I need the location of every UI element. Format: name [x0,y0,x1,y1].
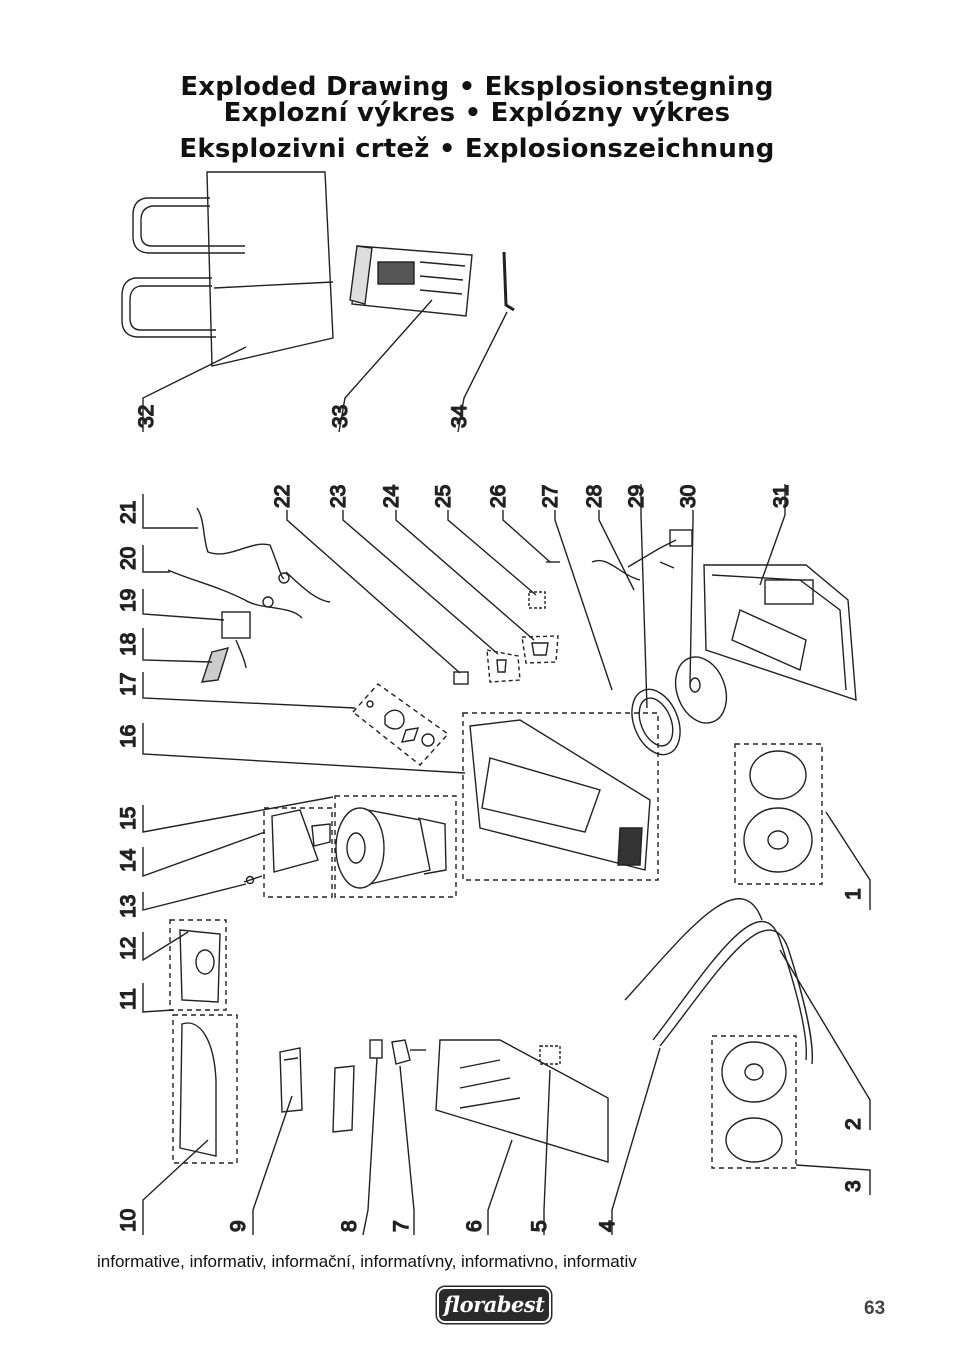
part-number-33: 33 [329,405,352,428]
part-number-2: 2 [842,1118,865,1130]
washer-disc-part [674,656,728,724]
part-number-23: 23 [327,485,350,508]
switch-assembly-part [351,683,450,766]
cable-ring-part [631,688,681,756]
florabest-logo: florabest [437,1283,551,1323]
cover-plate-part [263,807,333,898]
handle-tube-part [624,898,813,1065]
discharge-chute-part [435,1039,609,1163]
handle-insert-part [349,245,473,317]
page-title-line-1: Exploded Drawing • Eksplosionstegning [180,72,774,102]
caption-informative: informative, informativ, informační, inf… [97,1252,637,1271]
wheel-rear-part [711,1035,797,1169]
part-number-11: 11 [117,988,140,1010]
tool-key-part [502,251,515,312]
part-number-10: 10 [117,1209,140,1232]
knob-parts [332,1039,426,1133]
part-number-17: 17 [117,673,140,696]
part-number-8: 8 [338,1220,361,1232]
part-numbers: 32 33 34 21 20 19 18 17 16 15 14 13 12 1… [116,404,865,1233]
chute-clip-part [539,1045,561,1065]
part-number-13: 13 [117,895,140,918]
part-number-18: 18 [117,633,140,656]
part-number-26: 26 [487,485,510,508]
part-number-4: 4 [596,1220,619,1232]
flap-part [279,1047,303,1113]
wheel-front-part [734,743,823,885]
part-number-24: 24 [380,484,403,508]
part-number-20: 20 [117,547,140,570]
part-number-34: 34 [448,404,471,428]
part-number-25: 25 [432,485,455,508]
bracket-part [169,919,227,1011]
small-clips-part [453,561,560,685]
page-title-line-2: Explozní výkres • Explózny výkres [223,98,731,128]
part-number-12: 12 [117,937,140,960]
part-number-32: 32 [135,405,158,428]
part-number-28: 28 [583,485,606,508]
part-number-22: 22 [271,485,294,508]
cable-harness-part [167,507,331,683]
page-title-line-3: Eksplozivni crtež • Explosionszeichnung [179,134,775,164]
part-number-5: 5 [528,1220,551,1232]
mower-deck-part [703,564,857,701]
logo-text: florabest [437,1287,551,1323]
part-number-3: 3 [842,1180,865,1192]
part-number-29: 29 [625,485,648,508]
part-number-1: 1 [842,888,865,900]
motor-housing-part [462,712,659,881]
part-number-7: 7 [390,1220,413,1232]
part-number-19: 19 [117,589,140,612]
motor-part [334,795,457,898]
part-number-14: 14 [117,848,140,872]
screw-part [243,875,263,885]
part-number-9: 9 [227,1220,250,1232]
page-number: 63 [864,1298,886,1319]
part-number-15: 15 [117,807,140,830]
part-number-30: 30 [677,485,700,508]
part-number-21: 21 [117,501,140,524]
part-number-27: 27 [539,485,562,508]
part-number-16: 16 [117,725,140,748]
grass-bag-part [121,171,334,367]
rear-guard-part [172,1014,238,1164]
part-number-31: 31 [770,485,793,508]
part-number-6: 6 [463,1220,486,1232]
